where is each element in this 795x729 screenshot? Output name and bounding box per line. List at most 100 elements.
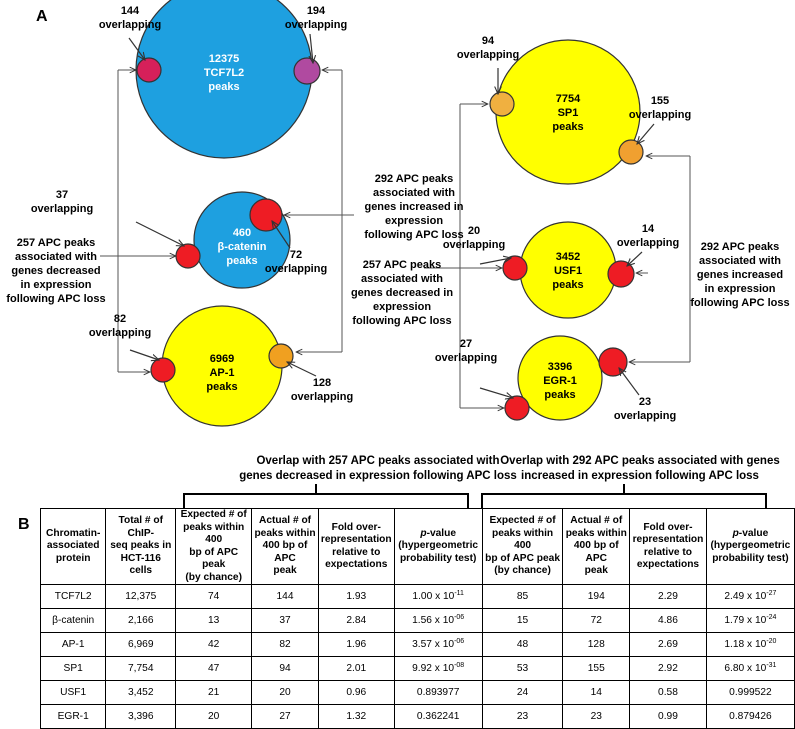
cell-p2: 0.999522 (705, 680, 795, 705)
ap1-left-overlap-arrow (129, 349, 159, 360)
bracket-decreased (183, 484, 469, 508)
cell-exp2: 53 (481, 656, 564, 681)
cell-protein: TCF7L2 (39, 584, 107, 609)
cell-fold2: 2.69 (629, 632, 707, 657)
cell-p2: 6.80 x 10-31 (705, 656, 795, 681)
usf1-left-apc-overlap (502, 255, 528, 281)
usf1-right-apc-overlap (607, 260, 635, 288)
cell-act2: 128 (562, 632, 631, 657)
cell-act2: 155 (562, 656, 631, 681)
cell-fold1: 1.93 (317, 584, 395, 609)
cell-fold1: 2.01 (317, 656, 395, 681)
pvalue-header-text: p-value (732, 527, 769, 539)
usf1-left-overlap-arrow (479, 258, 511, 265)
cell-p1: 0.893977 (393, 680, 483, 705)
egr1-left-overlap-arrow (479, 387, 513, 398)
cell-fold1: 1.32 (317, 704, 395, 729)
sp1-right-apc-overlap (618, 139, 644, 165)
cell-act2: 14 (562, 680, 631, 705)
cell-fold2: 0.99 (629, 704, 707, 729)
sp1-right-overlap-arrow (637, 123, 655, 144)
cell-fold1: 0.96 (317, 680, 395, 705)
cell-act1: 144 (251, 584, 319, 609)
bcatenin-right-apc-overlap (249, 198, 283, 232)
cell-protein: SP1 (39, 656, 107, 681)
cell-total: 3,396 (105, 704, 177, 729)
increased-connector-left-a (296, 69, 343, 353)
increased-connector-right (629, 155, 691, 363)
cell-fold2: 4.86 (629, 608, 707, 633)
cell-exp2: 23 (481, 704, 564, 729)
cell-p1: 1.56 x 10-06 (393, 608, 483, 633)
cell-total: 3,452 (105, 680, 177, 705)
cell-total: 2,166 (105, 608, 177, 633)
egr1-right-apc-overlap (598, 347, 628, 377)
tcf7l2-left-overlap-arrow (128, 37, 145, 60)
pvalue-header-text: p-value (420, 527, 457, 539)
panel-a-label: A (36, 8, 48, 25)
cell-total: 7,754 (105, 656, 177, 681)
cell-act1: 82 (251, 632, 319, 657)
bcatenin-left-overlap-arrow (135, 221, 184, 246)
cell-act1: 20 (251, 680, 319, 705)
cell-exp2: 48 (481, 632, 564, 657)
cell-protein: AP-1 (39, 632, 107, 657)
ap1-right-overlap-arrow (287, 362, 317, 377)
cell-p1: 9.92 x 10-08 (393, 656, 483, 681)
cell-total: 6,969 (105, 632, 177, 657)
bcatenin-left-apc-overlap (175, 243, 201, 269)
cell-protein: USF1 (39, 680, 107, 705)
ap1-left-apc-overlap (150, 357, 176, 383)
group-brackets (183, 484, 767, 508)
cell-p1: 3.57 x 10-06 (393, 632, 483, 657)
tcf7l2-right-apc-overlap (293, 57, 321, 85)
cell-fold2: 2.29 (629, 584, 707, 609)
tcf7l2-right-overlap-arrow (310, 33, 313, 63)
cell-fold1: 2.84 (317, 608, 395, 633)
cell-p1: 1.00 x 10-11 (393, 584, 483, 609)
cell-exp1: 42 (175, 632, 253, 657)
group-header-increased: Overlap with 292 APC peaks associated wi… (500, 455, 780, 482)
cell-exp1: 47 (175, 656, 253, 681)
bcatenin-right-overlap-arrow (272, 221, 291, 249)
cell-act2: 23 (562, 704, 631, 729)
cell-p2: 1.18 x 10-20 (705, 632, 795, 657)
cell-act1: 27 (251, 704, 319, 729)
ap1-right-apc-overlap (268, 343, 294, 369)
ap1-circle (161, 305, 283, 427)
cell-protein: β-catenin (39, 608, 107, 633)
cell-act2: 194 (562, 584, 631, 609)
egr1-left-apc-overlap (504, 395, 530, 421)
cell-fold2: 0.58 (629, 680, 707, 705)
